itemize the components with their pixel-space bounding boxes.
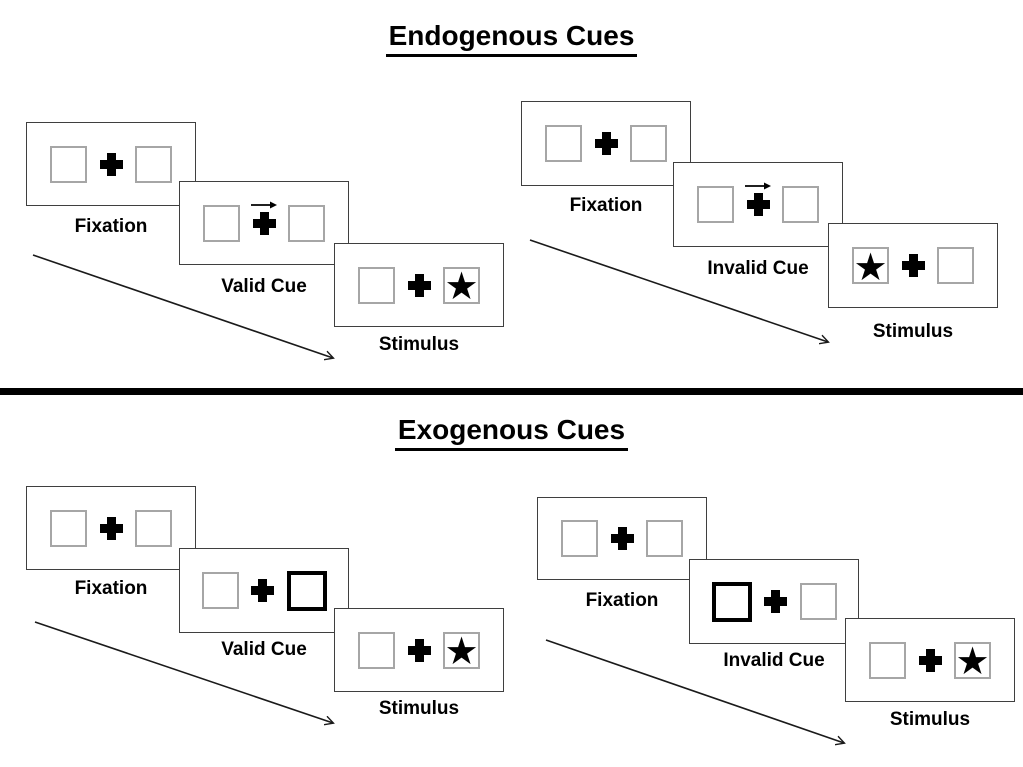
left-placeholder-box (697, 186, 734, 223)
right-target-box: ★ (443, 264, 480, 308)
stimulus-panel: ★ (845, 618, 1015, 702)
valid-cue-panel (179, 548, 349, 633)
right-placeholder-box (135, 145, 172, 183)
fixation-panel (537, 497, 707, 580)
fixation-cross (407, 638, 431, 662)
step-label-fixation: Fixation (74, 578, 148, 599)
left-placeholder-box (358, 631, 395, 669)
right-placeholder-box (630, 125, 667, 162)
fixation-cross-area (251, 182, 277, 264)
stimulus-panel: ★ (828, 223, 998, 308)
highlighted-cue-box (286, 570, 327, 611)
fixation-cross (99, 152, 123, 176)
step-label-fixation: Fixation (74, 216, 148, 237)
right-placeholder-box (288, 204, 325, 242)
central-cue-right-arrow-icon (251, 201, 277, 209)
fixation-cross-area (406, 609, 432, 691)
step-label-stimulus: Stimulus (889, 709, 971, 730)
stimulus-panel: ★ (334, 243, 504, 327)
target-star-icon: ★ (444, 629, 479, 673)
fixation-cross-area (98, 123, 124, 205)
fixation-cross-area (98, 487, 124, 569)
target-star-icon: ★ (444, 264, 479, 308)
left-target-box: ★ (852, 244, 889, 289)
valid-cue-panel (179, 181, 349, 265)
fixation-cross-area (250, 549, 276, 632)
invalid-cue-panel (673, 162, 843, 247)
time-flow-arrow (529, 239, 841, 352)
section-divider-line (0, 388, 1023, 395)
fixation-cross (407, 273, 431, 297)
right-target-box: ★ (954, 639, 991, 683)
step-label-fixation: Fixation (585, 590, 659, 611)
section-title-endogenous-text: Endogenous Cues (385, 20, 638, 58)
fixation-cross (746, 193, 770, 216)
step-label-fixation: Fixation (569, 195, 643, 216)
fixation-cross-area (593, 102, 619, 185)
left-placeholder-box (869, 641, 906, 679)
target-star-icon: ★ (955, 639, 990, 683)
step-label-stimulus: Stimulus (378, 334, 460, 355)
target-star-icon: ★ (853, 244, 888, 289)
step-label-invalid-cue: Invalid Cue (723, 650, 825, 671)
fixation-cross-area (900, 224, 926, 307)
time-flow-arrow (545, 639, 858, 754)
left-placeholder-box (545, 125, 582, 162)
fixation-panel (26, 122, 196, 206)
fixation-cross (594, 132, 618, 155)
fixation-cross-area (406, 244, 432, 326)
fixation-cross-area (745, 163, 771, 246)
time-flow-arrow (32, 254, 345, 368)
fixation-cross (610, 527, 634, 550)
left-placeholder-box (203, 204, 240, 242)
section-title-exogenous: Exogenous Cues (0, 414, 1023, 452)
right-placeholder-box (646, 520, 683, 557)
step-label-stimulus: Stimulus (378, 698, 460, 719)
stimulus-panel: ★ (334, 608, 504, 692)
invalid-cue-panel (689, 559, 859, 644)
fixation-panel (521, 101, 691, 186)
right-placeholder-box (135, 509, 172, 547)
left-placeholder-box (201, 572, 239, 609)
fixation-cross (99, 516, 123, 540)
fixation-cross (901, 254, 925, 277)
section-title-endogenous: Endogenous Cues (0, 20, 1023, 58)
left-placeholder-box (50, 145, 87, 183)
step-label-valid-cue: Valid Cue (221, 639, 307, 660)
central-cue-right-arrow-icon (745, 182, 771, 190)
fixation-cross (764, 590, 787, 613)
step-label-invalid-cue: Invalid Cue (707, 258, 809, 279)
highlighted-cue-box (711, 581, 752, 622)
right-target-box: ★ (443, 629, 480, 673)
fixation-cross-area (609, 498, 635, 579)
right-placeholder-box (782, 186, 819, 223)
step-label-stimulus: Stimulus (872, 321, 954, 342)
fixation-cross (252, 211, 276, 235)
right-placeholder-box (937, 247, 974, 284)
section-title-exogenous-text: Exogenous Cues (394, 414, 629, 452)
time-flow-arrow (34, 621, 347, 734)
fixation-cross-area (763, 560, 789, 643)
left-placeholder-box (561, 520, 598, 557)
step-label-valid-cue: Valid Cue (221, 276, 307, 297)
left-placeholder-box (358, 266, 395, 304)
left-placeholder-box (50, 509, 87, 547)
right-placeholder-box (799, 583, 837, 620)
fixation-panel (26, 486, 196, 570)
fixation-cross (251, 579, 274, 602)
fixation-cross (918, 648, 942, 672)
fixation-cross-area (917, 619, 943, 701)
